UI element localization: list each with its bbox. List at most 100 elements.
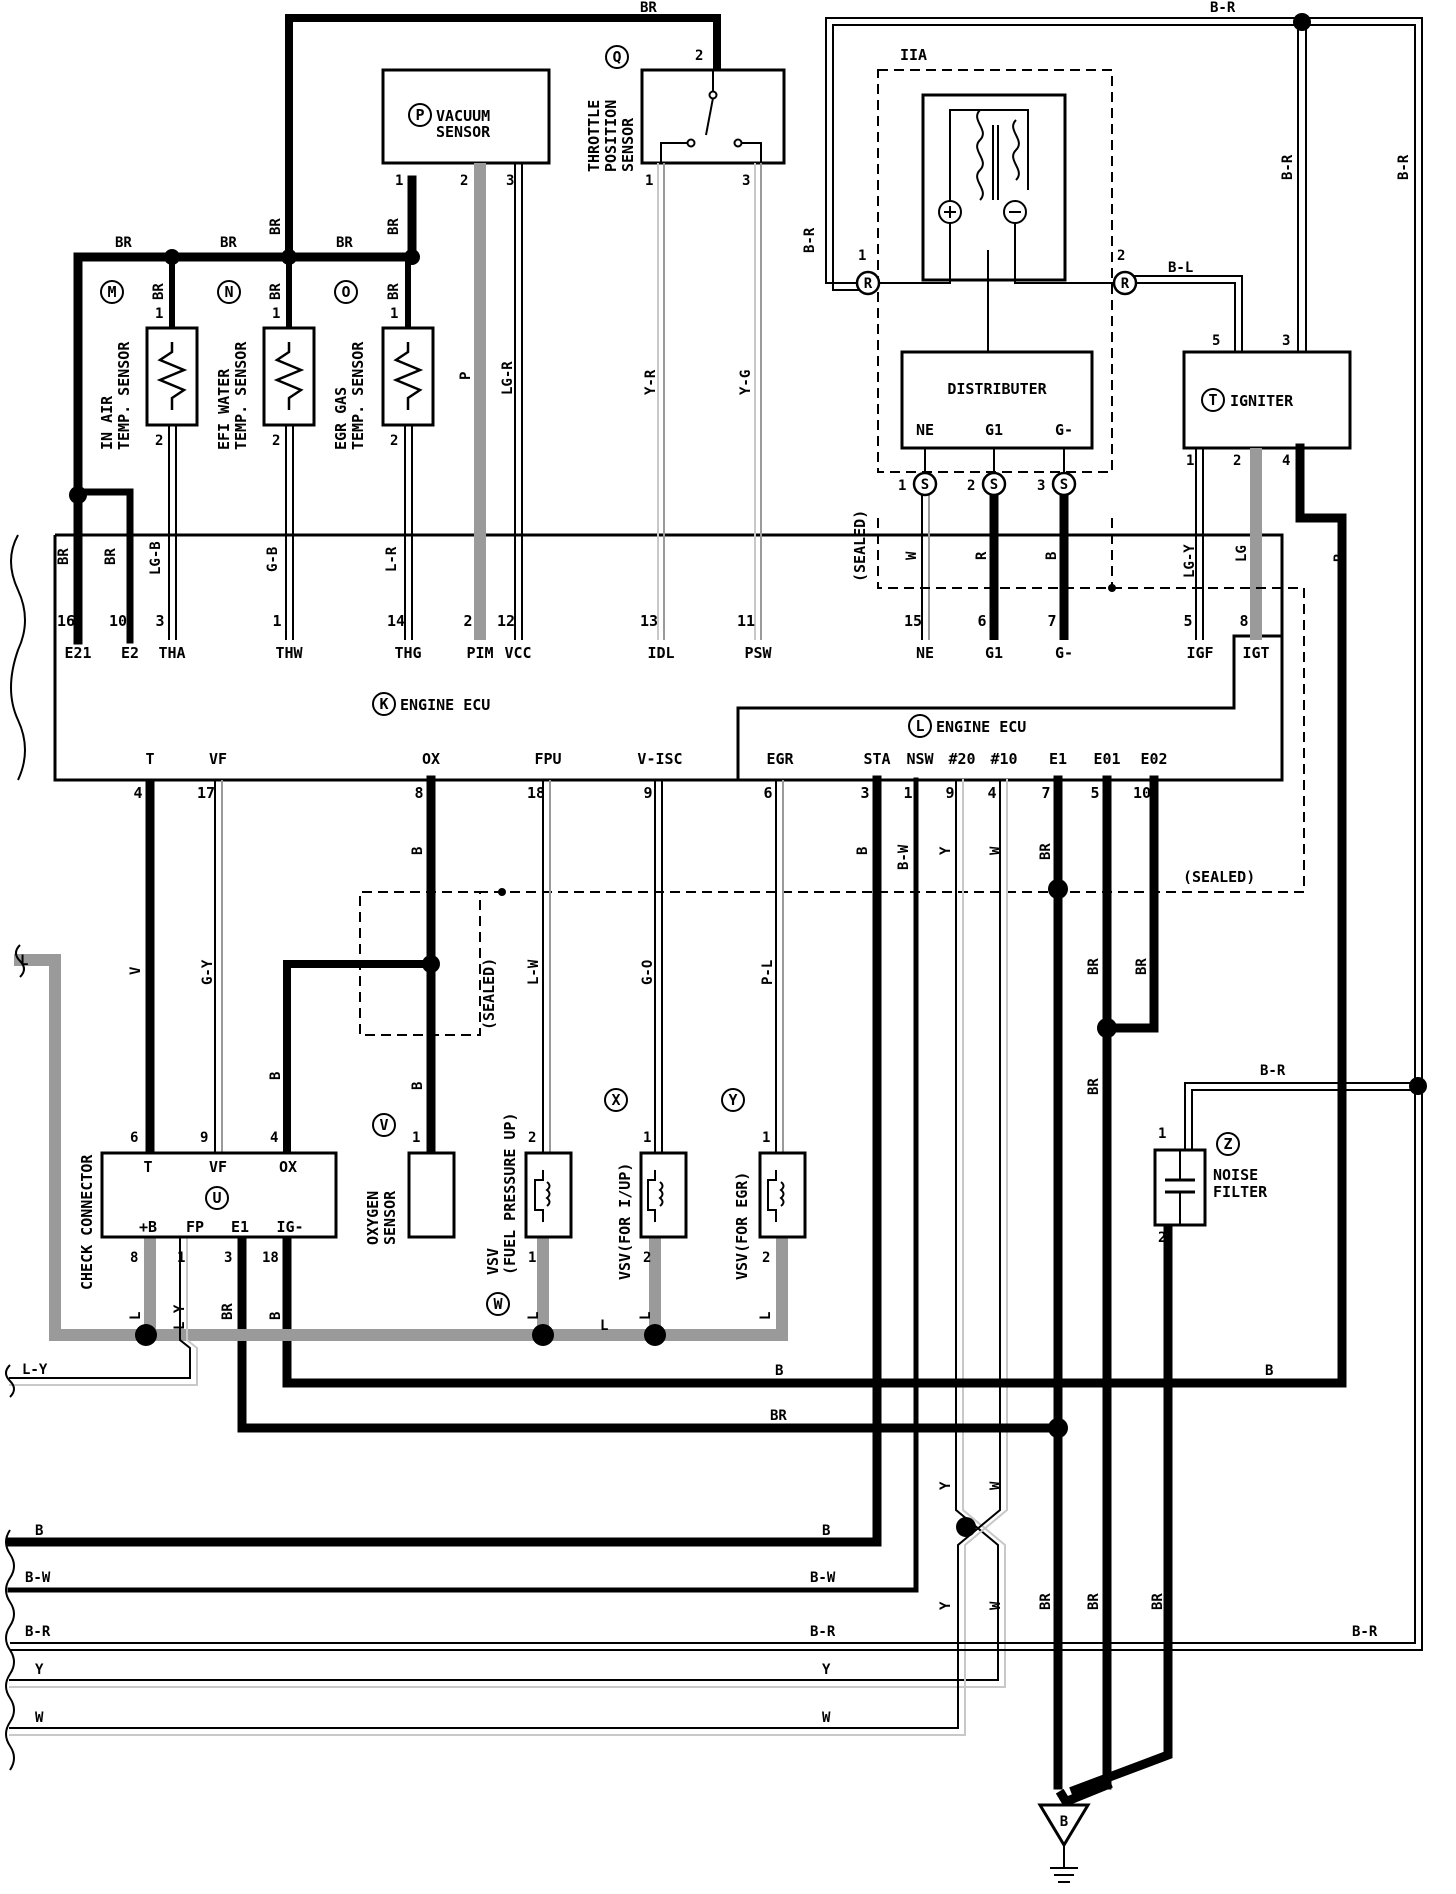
wire-label: G-O	[640, 960, 656, 985]
pin-number: 3	[1037, 478, 1045, 494]
pin-number: 1	[528, 1250, 536, 1266]
efi-water-sensor-label-2: TEMP. SENSOR	[232, 341, 250, 450]
ecu-bottom-pin-number: 4	[987, 784, 996, 802]
ecu-bottom-pin-name: E02	[1140, 750, 1167, 768]
ecu-top-pin-number: 11	[737, 612, 755, 630]
pin-number: 2	[967, 478, 975, 494]
ecu-top-pin-number: 15	[904, 612, 922, 630]
pin-number: 1	[177, 1250, 185, 1266]
pin-number: 2	[390, 433, 398, 449]
ecu-top-pin-number: 3	[155, 612, 164, 630]
pin-number: 1	[643, 1130, 651, 1146]
ecu-top-pin-name: IDL	[647, 644, 674, 662]
ecu-top-pin-name: IGF	[1186, 644, 1213, 662]
efi-water-sensor-label-1: EFI WATER	[215, 368, 233, 450]
wire-label: BR	[1086, 1078, 1102, 1095]
noise-filter	[1153, 1132, 1240, 1227]
vacuum-sensor-label-1: VACUUM	[436, 107, 490, 125]
ecu-l-code: L	[915, 717, 924, 735]
ecu-l-label: ENGINE ECU	[936, 718, 1026, 736]
sealed-box-top	[359, 518, 1305, 1036]
ecu-top-pin-name: E2	[121, 644, 139, 662]
svg-text:S: S	[1060, 477, 1068, 493]
ecu-top-pin-number: 1	[272, 612, 281, 630]
wire-label: B-R	[1210, 0, 1236, 16]
cc-pin-ox: OX	[279, 1158, 297, 1176]
igniter	[1182, 350, 1352, 640]
check-connector	[100, 1151, 338, 1239]
ecu-bottom-pin-number: 10	[1133, 784, 1151, 802]
ecu-top-pin-name: IGT	[1242, 644, 1269, 662]
wire-label: W	[35, 1710, 44, 1726]
ecu-bottom-pin-name: E1	[1049, 750, 1067, 768]
connector-s-gminus[interactable]: S	[1051, 471, 1077, 497]
pin-number: 5	[1212, 333, 1220, 349]
ecu-top-pin-name: PIM	[466, 644, 493, 662]
wire-label: Y	[938, 1601, 954, 1610]
pin-number: 3	[742, 173, 750, 189]
wire-label: BR	[1038, 843, 1054, 860]
connector-s-ne[interactable]: S	[912, 471, 938, 497]
check-connector-code: U	[212, 1189, 221, 1207]
throttle-position-sensor	[605, 45, 786, 640]
ecu-top-pin-number: 16	[57, 612, 75, 630]
ecu-k-code: K	[379, 695, 388, 713]
pin-number: 2	[272, 433, 280, 449]
iia-label: IIA	[900, 46, 927, 64]
pin-number: 1	[412, 1130, 420, 1146]
ecu-bottom-pin-number: 8	[414, 784, 423, 802]
ecu-top-pin-number: 12	[497, 612, 515, 630]
pin-number: 1	[858, 248, 866, 264]
wire-label: B	[1044, 552, 1060, 560]
vsv-egr-label: VSV(FOR EGR)	[733, 1172, 751, 1280]
sealed-label-top: (SEALED)	[851, 510, 869, 582]
pin-number: 2	[695, 48, 703, 64]
wire-label: P-L	[760, 960, 776, 985]
wire-label: B	[855, 847, 871, 855]
pin-number: 9	[200, 1130, 208, 1146]
component-pin-numbers: 1 2 3 2 1 3 1 2 1 2 1 2 1 2 1 2 3 5 3 1 …	[130, 48, 1290, 1266]
connector-s-g1[interactable]: S	[981, 471, 1007, 497]
pin-number: 1	[645, 173, 653, 189]
wire-label: B	[1265, 1363, 1273, 1379]
ecu-top-pin-name: THG	[394, 644, 421, 662]
connector-r-right[interactable]: R	[1112, 270, 1138, 296]
wire-label: B-R	[1260, 1063, 1286, 1079]
wire-label: L	[600, 1318, 608, 1334]
wire-label: R	[974, 551, 990, 560]
cc-pin-plus-b: +B	[139, 1218, 157, 1236]
connector-r-left[interactable]: R	[855, 270, 881, 296]
ecu-top-pin-name: VCC	[504, 644, 531, 662]
pin-number: 1	[898, 478, 906, 494]
wire-label: LG-B	[148, 541, 164, 575]
cc-pin-t: T	[143, 1158, 152, 1176]
ecu-top-pin-number: 8	[1239, 612, 1248, 630]
pin-number: 2	[643, 1250, 651, 1266]
ecu-bottom-pin-name: #20	[948, 750, 975, 768]
pin-number: 1	[395, 173, 403, 189]
pin-number: 2	[1117, 248, 1125, 264]
vsv-egr-code: Y	[728, 1091, 737, 1109]
pin-number: 2	[1158, 1230, 1166, 1246]
sealed-label-mid: (SEALED)	[480, 958, 498, 1030]
oxygen-sensor-label-1: OXYGEN	[364, 1191, 382, 1245]
wire-label: W	[988, 846, 1004, 855]
pin-number: 2	[155, 433, 163, 449]
ecu-top-pin-number: 7	[1047, 612, 1056, 630]
wire-label: L	[758, 1312, 774, 1320]
wire-label: BR	[151, 283, 167, 300]
ecu-k-label: ENGINE ECU	[400, 696, 490, 714]
wire-label: L-R	[384, 546, 400, 572]
distributor-pin-ne: NE	[916, 421, 934, 439]
svg-text:R: R	[864, 276, 873, 292]
wire-label: P	[458, 372, 474, 380]
wire-label: B-R	[810, 1624, 836, 1640]
vsv-i-up	[604, 1088, 688, 1239]
ecu-top-pin-name: THA	[158, 644, 185, 662]
ecu-bottom-pin-name: OX	[422, 750, 440, 768]
distributor-pin-g1: G1	[985, 421, 1003, 439]
cc-pin-fp: FP	[186, 1218, 204, 1236]
wire-label: Y	[822, 1662, 831, 1678]
wire-label: B-W	[810, 1570, 836, 1586]
